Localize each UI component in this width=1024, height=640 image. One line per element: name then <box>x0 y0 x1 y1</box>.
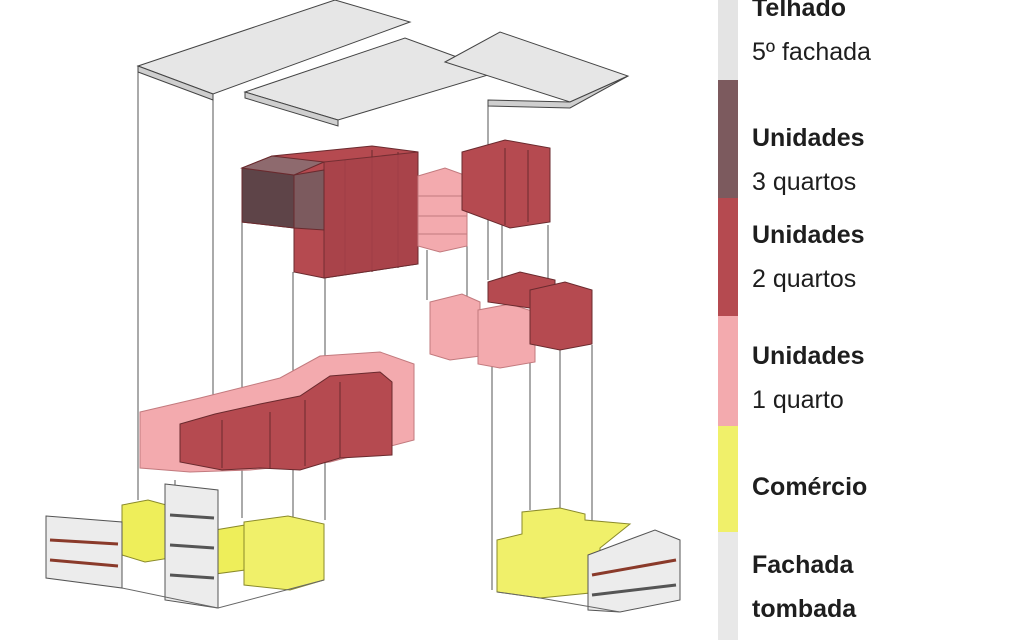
legend-swatch-commerce <box>718 426 738 532</box>
legend-subtitle: tombada <box>752 595 857 623</box>
legend-subtitle: 1 quarto <box>752 386 844 414</box>
legend-swatch-roof <box>718 0 738 80</box>
legend-item-facade: Fachada tombada <box>752 543 856 631</box>
legend-swatch-two-bed <box>718 198 738 316</box>
ground-lines <box>121 579 621 613</box>
roof-block-left <box>136 0 412 101</box>
legend-item-two-bed: Unidades 2 quartos <box>752 213 865 301</box>
legend-subtitle: 2 quartos <box>752 265 857 293</box>
exploded-axonometric-diagram <box>45 0 681 613</box>
legend-item-three-bed: Unidades 3 quartos <box>752 116 865 204</box>
middle-right-two-bed <box>487 271 593 351</box>
legend-title: Fachada <box>752 551 854 579</box>
legend-title: Telhado <box>752 0 846 22</box>
historic-facade-right <box>587 529 681 613</box>
legend-swatch-facade <box>718 532 738 640</box>
legend-item-commerce: Comércio <box>752 465 867 509</box>
commerce-block-left <box>121 499 325 591</box>
legend-item-one-bed: Unidades 1 quarto <box>752 334 865 422</box>
legend-title: Comércio <box>752 473 868 501</box>
legend-subtitle: 3 quartos <box>752 168 857 196</box>
legend-subtitle: 5º fachada <box>752 38 871 66</box>
upper-right-units <box>461 139 551 229</box>
legend-swatch-three-bed <box>718 80 738 198</box>
legend-title: Unidades <box>752 221 865 249</box>
roof-block-right <box>443 31 630 109</box>
lower-left-units-red <box>179 371 393 471</box>
legend-swatch-one-bed <box>718 316 738 426</box>
historic-facade-left <box>45 483 219 609</box>
upper-left-units <box>240 145 419 279</box>
legend-item-roof: Telhado 5º fachada <box>752 0 871 74</box>
legend-title: Unidades <box>752 124 865 152</box>
legend-title: Unidades <box>752 342 865 370</box>
upper-bridge-units <box>417 167 468 253</box>
